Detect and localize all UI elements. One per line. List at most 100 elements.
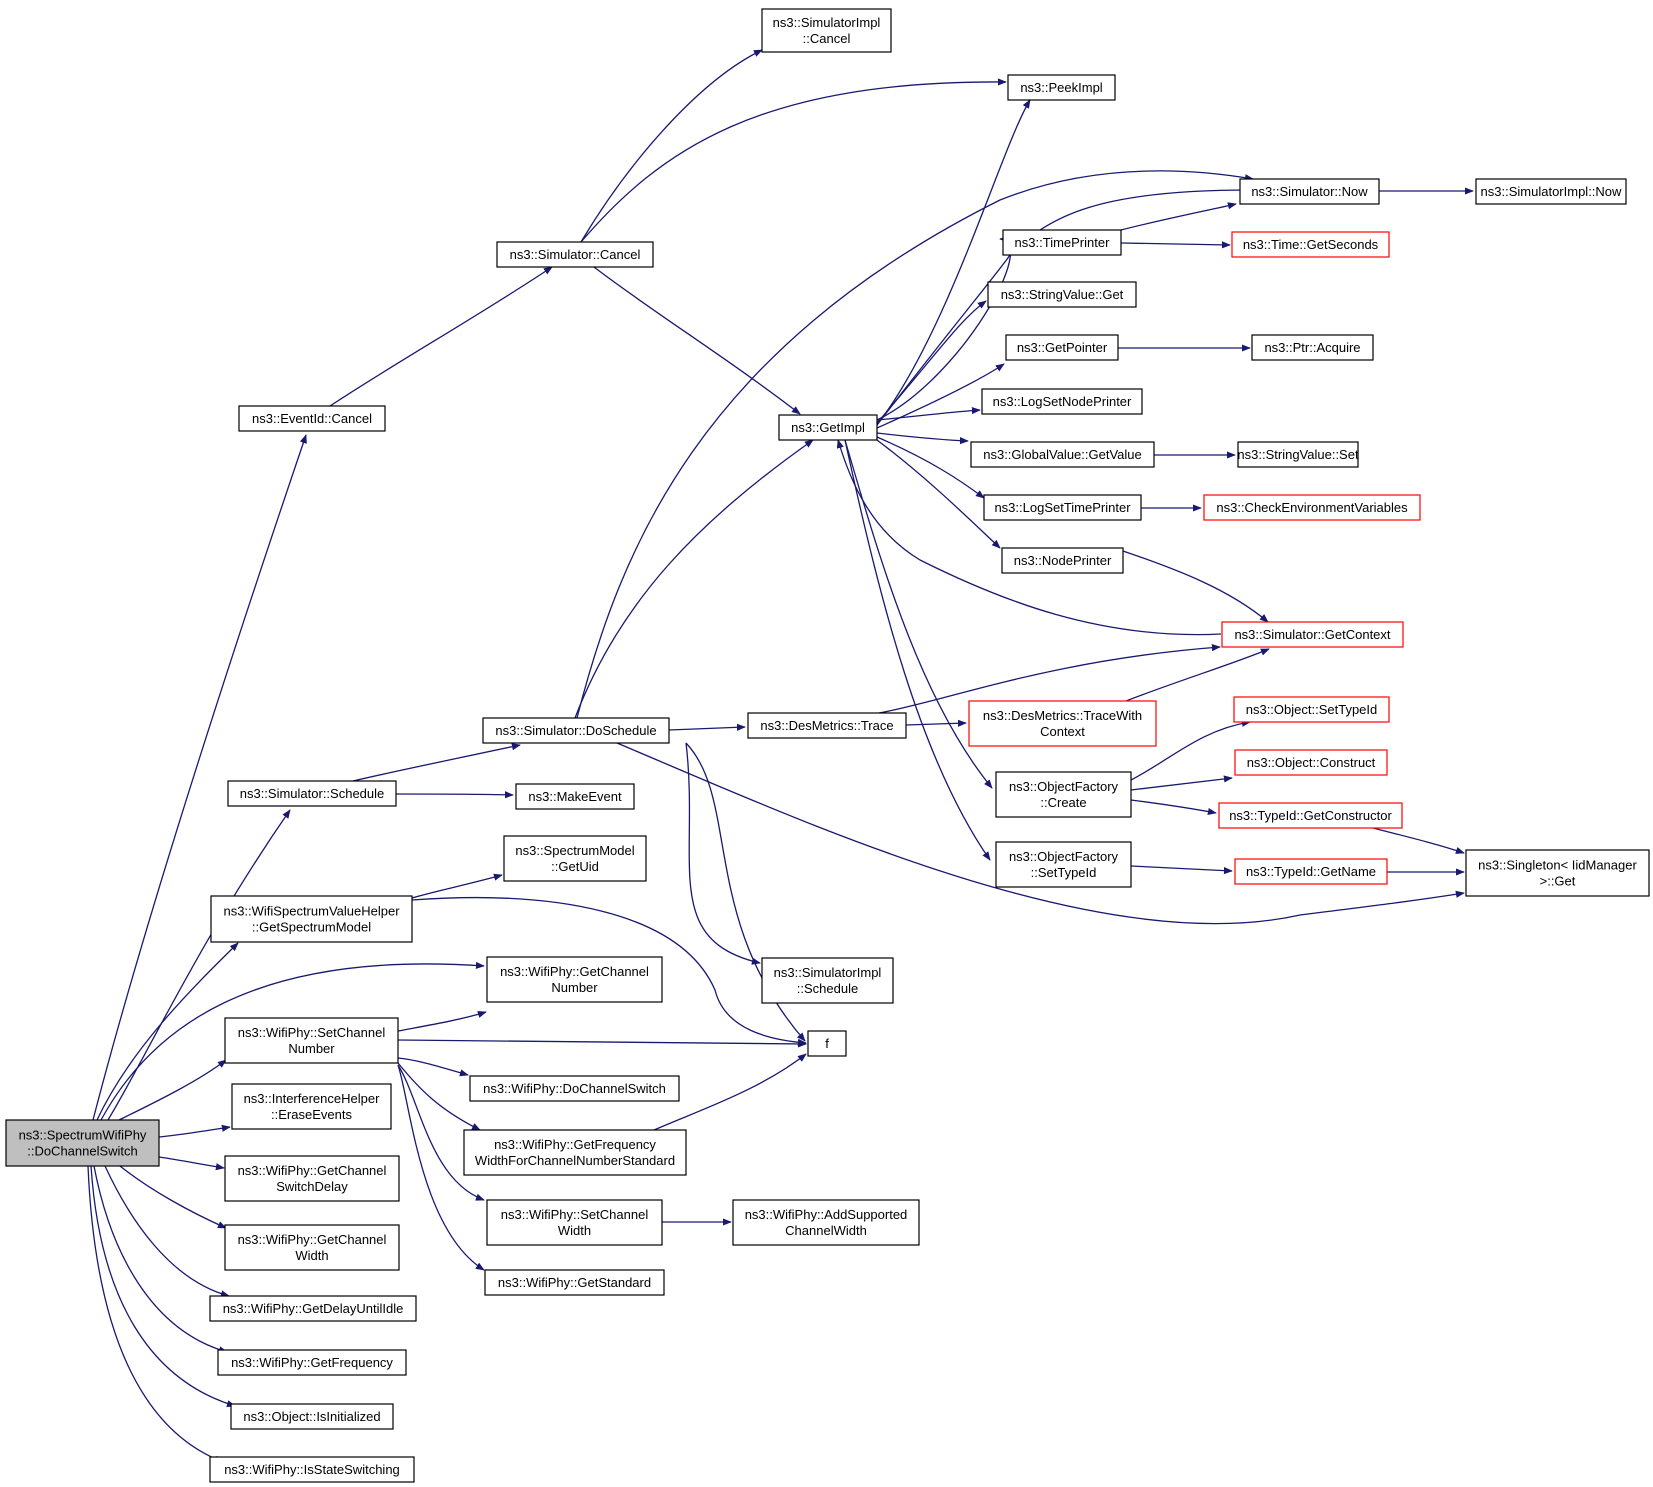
node-label: ns3::WifiPhy::GetFrequency (494, 1137, 656, 1152)
edge-arrow (576, 170, 1254, 719)
node-logsetnodeprinter[interactable]: ns3::LogSetNodePrinter (981, 388, 1143, 415)
node-f[interactable]: f (807, 1030, 847, 1057)
node-box (1007, 74, 1116, 101)
node-makeevent[interactable]: ns3::MakeEvent (515, 783, 635, 810)
node-objfactory-settypeid[interactable]: ns3::ObjectFactory::SetTypeId (995, 841, 1132, 888)
node-label: ns3::Object::Construct (1247, 755, 1376, 770)
node-stringvalue-set[interactable]: ns3::StringValue::Set (1237, 441, 1359, 468)
node-root[interactable]: ns3::SpectrumWifiPhy::DoChannelSwitch (5, 1119, 160, 1167)
edge-arrow (397, 1064, 485, 1271)
node-wifiphy-getstandard[interactable]: ns3::WifiPhy::GetStandard (484, 1269, 665, 1296)
node-nodeprinter[interactable]: ns3::NodePrinter (1001, 547, 1124, 574)
edge-arrow (1130, 775, 1233, 791)
node-sim-schedule[interactable]: ns3::Simulator::Schedule (227, 780, 397, 807)
edge-arrow (1125, 648, 1270, 702)
node-label: ::GetUid (551, 859, 599, 874)
node-checkenv[interactable]: ns3::CheckEnvironmentVariables (1203, 494, 1421, 521)
edge-arrow (876, 406, 981, 421)
node-box (230, 1403, 394, 1430)
node-label: ns3::SpectrumWifiPhy (19, 1128, 147, 1143)
node-box (1002, 229, 1122, 256)
edge-arrow (905, 719, 967, 727)
edge-arrow (96, 942, 239, 1121)
edge-arrow (411, 896, 807, 1046)
edge-arrow (158, 1124, 231, 1138)
node-eventid-cancel[interactable]: ns3::EventId::Cancel (238, 405, 386, 432)
node-simimpl-schedule[interactable]: ns3::SimulatorImpl::Schedule (761, 957, 894, 1004)
node-sim-doschedule[interactable]: ns3::Simulator::DoSchedule (482, 717, 670, 744)
node-sim-now[interactable]: ns3::Simulator::Now (1239, 178, 1380, 205)
node-logsettimeprinter[interactable]: ns3::LogSetTimePrinter (983, 494, 1142, 521)
node-box (747, 712, 907, 739)
node-wifiphy-dochannelswitch[interactable]: ns3::WifiPhy::DoChannelSwitch (469, 1075, 680, 1102)
node-box (503, 835, 647, 882)
node-label: ns3::WifiPhy::GetChannel (238, 1232, 387, 1247)
node-box (1233, 696, 1390, 723)
node-label: ns3::TimePrinter (1015, 235, 1111, 250)
node-time-getseconds[interactable]: ns3::Time::GetSeconds (1231, 231, 1390, 258)
node-spectrummodel-getuid[interactable]: ns3::SpectrumModel::GetUid (503, 835, 647, 882)
node-simimpl-now[interactable]: ns3::SimulatorImpl::Now (1475, 178, 1627, 205)
node-label: ns3::WifiPhy::DoChannelSwitch (483, 1081, 666, 1096)
node-ptr-acquire[interactable]: ns3::Ptr::Acquire (1251, 334, 1374, 361)
node-box (995, 771, 1132, 818)
node-box (983, 494, 1142, 521)
node-box (1475, 178, 1627, 205)
node-interference-eraseevents[interactable]: ns3::InterferenceHelper::EraseEvents (231, 1083, 392, 1130)
edge-arrow (876, 300, 987, 424)
node-peekimpl[interactable]: ns3::PeekImpl (1007, 74, 1116, 101)
node-label: ns3::CheckEnvironmentVariables (1216, 500, 1408, 515)
node-globalvalue-getvalue[interactable]: ns3::GlobalValue::GetValue (970, 441, 1155, 468)
edge-arrow (844, 439, 993, 789)
node-singleton-get[interactable]: ns3::Singleton< IidManager>::Get (1465, 849, 1650, 897)
node-wifiphy-getfreqwidth[interactable]: ns3::WifiPhy::GetFrequencyWidthForChanne… (463, 1129, 687, 1176)
node-box (224, 1155, 400, 1202)
node-label: SwitchDelay (276, 1179, 348, 1194)
node-label: WidthForChannelNumberStandard (475, 1153, 675, 1168)
edge-arrow (411, 873, 503, 899)
node-box (227, 780, 397, 807)
node-label: ::Cancel (803, 31, 851, 46)
node-typeid-getconstructor[interactable]: ns3::TypeId::GetConstructor (1218, 802, 1403, 829)
edge-arrow (104, 1165, 230, 1298)
node-object-isinitialized[interactable]: ns3::Object::IsInitialized (230, 1403, 394, 1430)
node-box (224, 1017, 399, 1064)
node-object-construct[interactable]: ns3::Object::Construct (1234, 749, 1388, 776)
node-label: ::SetTypeId (1031, 865, 1097, 880)
node-box (1005, 334, 1119, 361)
node-wifiphy-isstateswitching[interactable]: ns3::WifiPhy::IsStateSwitching (209, 1456, 415, 1483)
node-label: ns3::Time::GetSeconds (1243, 237, 1379, 252)
node-object-settypeid[interactable]: ns3::Object::SetTypeId (1233, 696, 1390, 723)
node-typeid-getname[interactable]: ns3::TypeId::GetName (1234, 858, 1388, 885)
node-timeprinter[interactable]: ns3::TimePrinter (1002, 229, 1122, 256)
edge-arrow (329, 266, 553, 407)
node-box (807, 1030, 847, 1057)
edge-arrow (397, 1010, 487, 1032)
node-box (761, 957, 894, 1004)
node-box (1203, 494, 1421, 521)
node-wifiphy-getfrequency[interactable]: ns3::WifiPhy::GetFrequency (217, 1349, 407, 1376)
edge-arrow (90, 1165, 236, 1408)
node-box (1218, 802, 1403, 829)
node-getpointer[interactable]: ns3::GetPointer (1005, 334, 1119, 361)
node-wifiphy-getdelayuntilidle[interactable]: ns3::WifiPhy::GetDelayUntilIdle (209, 1295, 417, 1322)
edge-arrow (574, 439, 814, 719)
node-simimpl-cancel[interactable]: ns3::SimulatorImpl::Cancel (761, 8, 892, 53)
node-sim-cancel[interactable]: ns3::Simulator::Cancel (496, 241, 654, 268)
edge-arrow (1120, 202, 1237, 231)
node-desmetrics-trace[interactable]: ns3::DesMetrics::Trace (747, 712, 907, 739)
node-getimpl[interactable]: ns3::GetImpl (778, 414, 878, 441)
node-sim-getcontext[interactable]: ns3::Simulator::GetContext (1221, 621, 1404, 648)
node-stringvalue-get[interactable]: ns3::StringValue::Get (987, 281, 1137, 308)
node-objfactory-create[interactable]: ns3::ObjectFactory::Create (995, 771, 1132, 818)
node-wsvh-getspectrummodel[interactable]: ns3::WifiSpectrumValueHelper::GetSpectru… (210, 895, 413, 943)
edge-arrow (119, 1165, 227, 1229)
node-label: ns3::WifiPhy::AddSupported (745, 1207, 908, 1222)
